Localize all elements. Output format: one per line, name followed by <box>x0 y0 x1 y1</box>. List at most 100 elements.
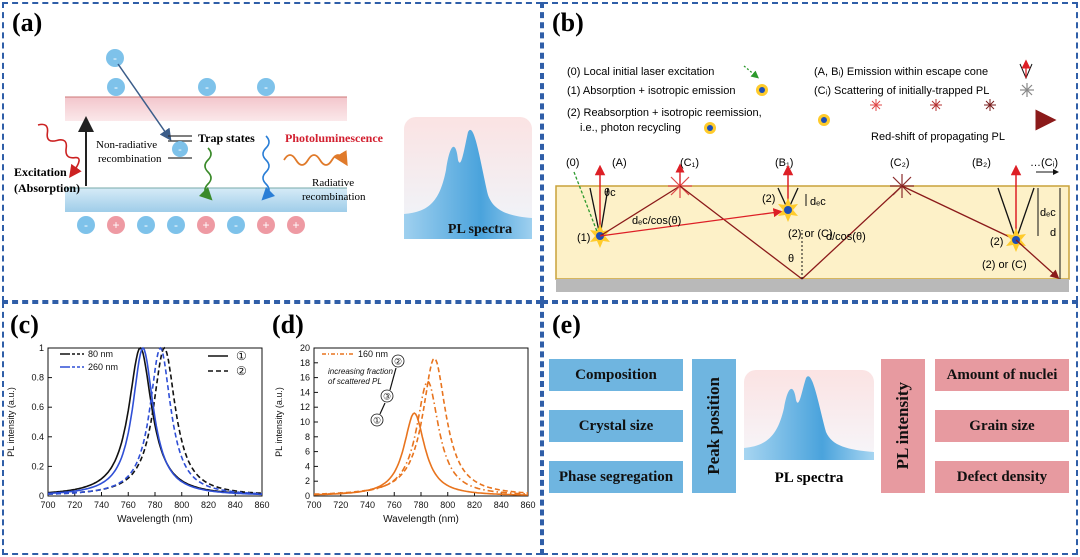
excitation-label: Excitation <box>14 165 67 179</box>
dec-cos-label: dₑc/cos(θ) <box>632 215 681 227</box>
emitter-1-label: (1) <box>577 232 590 244</box>
panel-label-d: (d) <box>272 310 304 339</box>
x-tick-label: 860 <box>520 500 535 510</box>
panel-e-spectra <box>744 370 874 460</box>
y-tick-label: 20 <box>300 343 310 353</box>
panel-e-frame <box>542 302 1078 555</box>
y-tick-label: 0.8 <box>31 373 44 383</box>
annotation-text: increasing fraction <box>328 367 393 376</box>
legend-c: (Cᵢ) Scattering of initially-trapped PL <box>814 85 989 97</box>
peak-marker-label: ③ <box>383 392 391 402</box>
legend-label: 80 nm <box>88 349 113 359</box>
y-tick-label: 4 <box>305 461 310 471</box>
emitter-3-label: (2) <box>990 236 1003 248</box>
top-label-b1: (B₁) <box>775 157 793 169</box>
peak-marker <box>380 389 394 403</box>
peak-marker <box>370 413 384 427</box>
legend-a: (A, Bᵢ) Emission within escape cone <box>814 66 988 78</box>
panel-a-frame <box>2 2 542 302</box>
carriers-bottom: - + - - + - + + <box>77 216 305 234</box>
x-tick-label: 700 <box>306 500 321 510</box>
top-label-c2: (C₂) <box>890 157 910 169</box>
excitation-wave <box>37 123 82 178</box>
top-label-0: (0) <box>566 157 579 169</box>
legend-label: 260 nm <box>88 362 118 372</box>
style-legend-label: ① <box>236 349 247 363</box>
nonrad-label-1: Non-radiative <box>96 139 157 151</box>
svg-text:-: - <box>234 218 238 232</box>
y-tick-label: 0.6 <box>31 402 44 412</box>
panel-e-spectra-label: PL spectra <box>774 470 844 486</box>
box-phase-segregation: Phase segregation <box>549 461 683 493</box>
box-pl-intensity: PL intensity <box>881 359 925 493</box>
y-tick-label: 0.2 <box>31 461 44 471</box>
annotation-text: of scattered PL <box>328 377 382 386</box>
redshift-label: Red-shift of propagating PL <box>871 131 1005 143</box>
panel-cd-frame <box>2 302 542 555</box>
conduction-band <box>65 97 347 121</box>
x-tick-label: 700 <box>40 500 55 510</box>
series-line-3 <box>48 346 262 495</box>
legend-1: (1) Absorption + isotropic emission <box>567 85 735 97</box>
legend-2b: i.e., photon recycling <box>580 122 681 134</box>
series-line-2 <box>47 346 262 496</box>
x-tick-label: 760 <box>121 500 136 510</box>
x-axis-label: Wavelength (nm) <box>117 514 193 525</box>
electron-top-1: - <box>107 78 125 96</box>
panel-label-a: (a) <box>12 8 43 37</box>
y-tick-label: 6 <box>305 447 310 457</box>
blue-wave <box>261 135 276 201</box>
theta-label: θ <box>788 253 794 265</box>
y-tick-label: 16 <box>300 373 310 383</box>
theta-c-label: θc <box>604 187 616 199</box>
legend-label: 160 nm <box>358 349 388 359</box>
y-tick-label: 18 <box>300 358 310 368</box>
x-tick-label: 860 <box>254 500 269 510</box>
svg-text:-: - <box>144 218 148 232</box>
svg-text:-: - <box>174 218 178 232</box>
redshift-star-2 <box>930 99 942 111</box>
y-tick-label: 12 <box>300 402 310 412</box>
panel-b-frame <box>542 2 1078 302</box>
svg-text:-: - <box>114 80 118 94</box>
electron-top-2: - <box>198 78 216 96</box>
x-axis-label: Wavelength (nm) <box>383 514 459 525</box>
substrate <box>556 279 1069 292</box>
legend-2a: (2) Reabsorption + isotropic reemission, <box>567 107 762 119</box>
box-defect-density: Defect density <box>935 461 1069 493</box>
top-label-c1: (C₁) <box>680 157 699 169</box>
top-label-ci: …(Cᵢ) <box>1030 157 1058 169</box>
trap-states-label: Trap states <box>198 131 255 145</box>
absorption-label: (Absorption) <box>14 181 80 195</box>
scatter-star-legend <box>1020 83 1034 97</box>
marker-arrow-2 <box>389 367 397 391</box>
nonrad-label-2: recombination <box>98 153 162 165</box>
box-peak-position: Peak position <box>692 359 736 493</box>
panel-label-c: (c) <box>10 310 39 339</box>
electron-top-3: - <box>257 78 275 96</box>
photoluminescence-wave <box>283 150 348 167</box>
y-tick-label: 0 <box>305 491 310 501</box>
panel-a-diagram: - - - - - - + - - + - + + Excitation (Ab… <box>14 49 532 239</box>
x-tick-label: 840 <box>228 500 243 510</box>
y-tick-label: 1 <box>39 343 44 353</box>
y-tick-label: 2 <box>305 476 310 486</box>
svg-text:-: - <box>178 144 182 156</box>
x-tick-label: 820 <box>201 500 216 510</box>
top-label-a: (A) <box>612 157 627 169</box>
x-tick-label: 720 <box>333 500 348 510</box>
emitter-3-or-c: (2) or (C) <box>982 259 1027 271</box>
x-tick-label: 840 <box>494 500 509 510</box>
y-tick-label: 0.4 <box>31 432 44 442</box>
svg-text:+: + <box>202 218 209 232</box>
peak-position-label: Peak position <box>704 377 723 475</box>
dec-label-2: dₑc <box>1040 207 1056 219</box>
y-axis-label: PL intensity (a.u.) <box>274 387 284 457</box>
box-composition: Composition <box>549 359 683 391</box>
y-tick-label: 10 <box>300 417 310 427</box>
photoluminescence-label: Photoluminescence <box>285 131 384 145</box>
x-tick-label: 740 <box>94 500 109 510</box>
emitter-2-label: (2) <box>762 193 775 205</box>
